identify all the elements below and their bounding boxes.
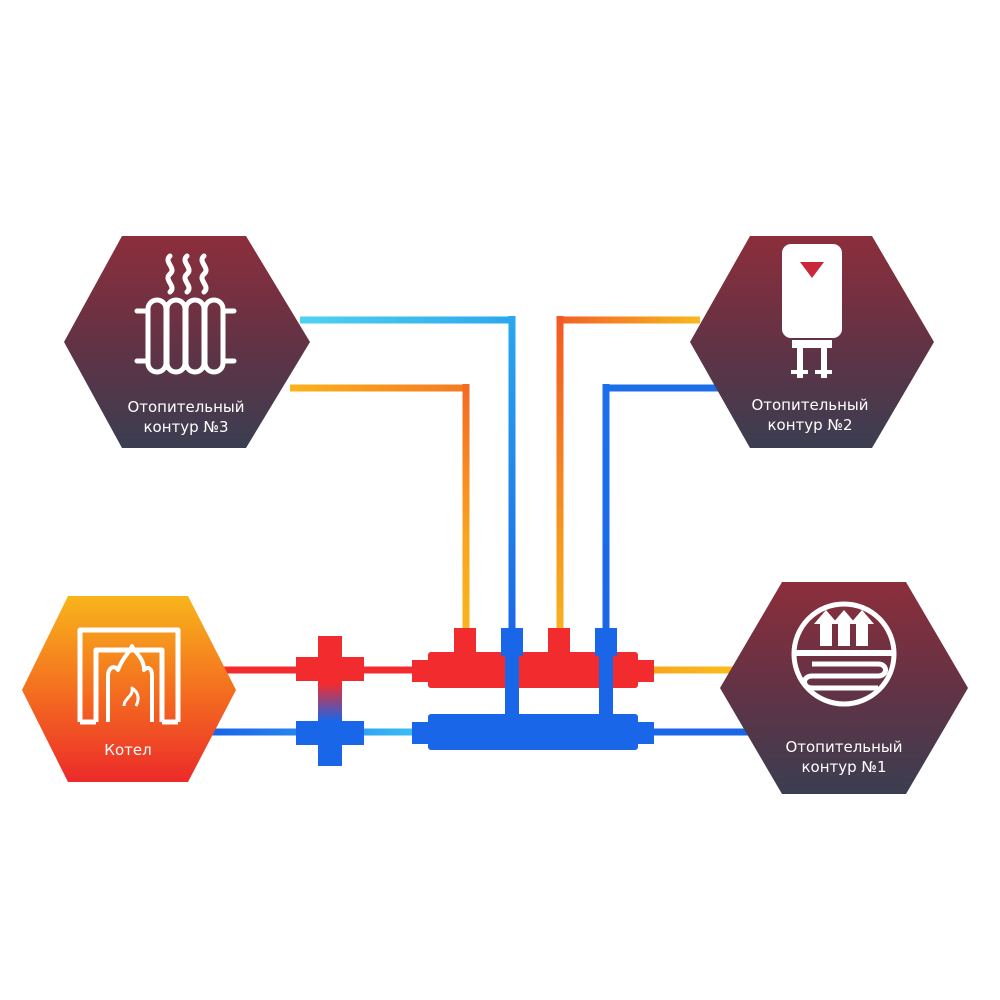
return-manifold xyxy=(412,714,654,750)
hydraulic-separator xyxy=(296,636,364,766)
circuit3-label-line1: Отопительный xyxy=(127,398,244,416)
boiler-label: Котел xyxy=(104,741,151,759)
boiler-node: Котел xyxy=(22,596,236,782)
circuit1-label-line2: контур №1 xyxy=(801,758,886,776)
circuit3-node: Отопительный контур №3 xyxy=(64,236,310,448)
circuit2-node: Отопительный контур №2 xyxy=(690,236,934,448)
circuit1-node: Отопительный контур №1 xyxy=(720,582,968,794)
circuit2-label-line2: контур №2 xyxy=(767,416,852,434)
circuit2-label-line1: Отопительный xyxy=(751,396,868,414)
supply-manifold xyxy=(412,628,654,720)
water-heater-icon xyxy=(782,244,842,378)
pipes xyxy=(210,316,750,736)
underfloor-heating-icon xyxy=(791,601,897,707)
boiler-flame-icon xyxy=(77,627,181,725)
radiator-icon xyxy=(134,253,237,375)
circuit1-label-line1: Отопительный xyxy=(785,738,902,756)
boiler-hexagon xyxy=(22,596,236,782)
circuit3-label-line2: контур №3 xyxy=(143,418,228,436)
